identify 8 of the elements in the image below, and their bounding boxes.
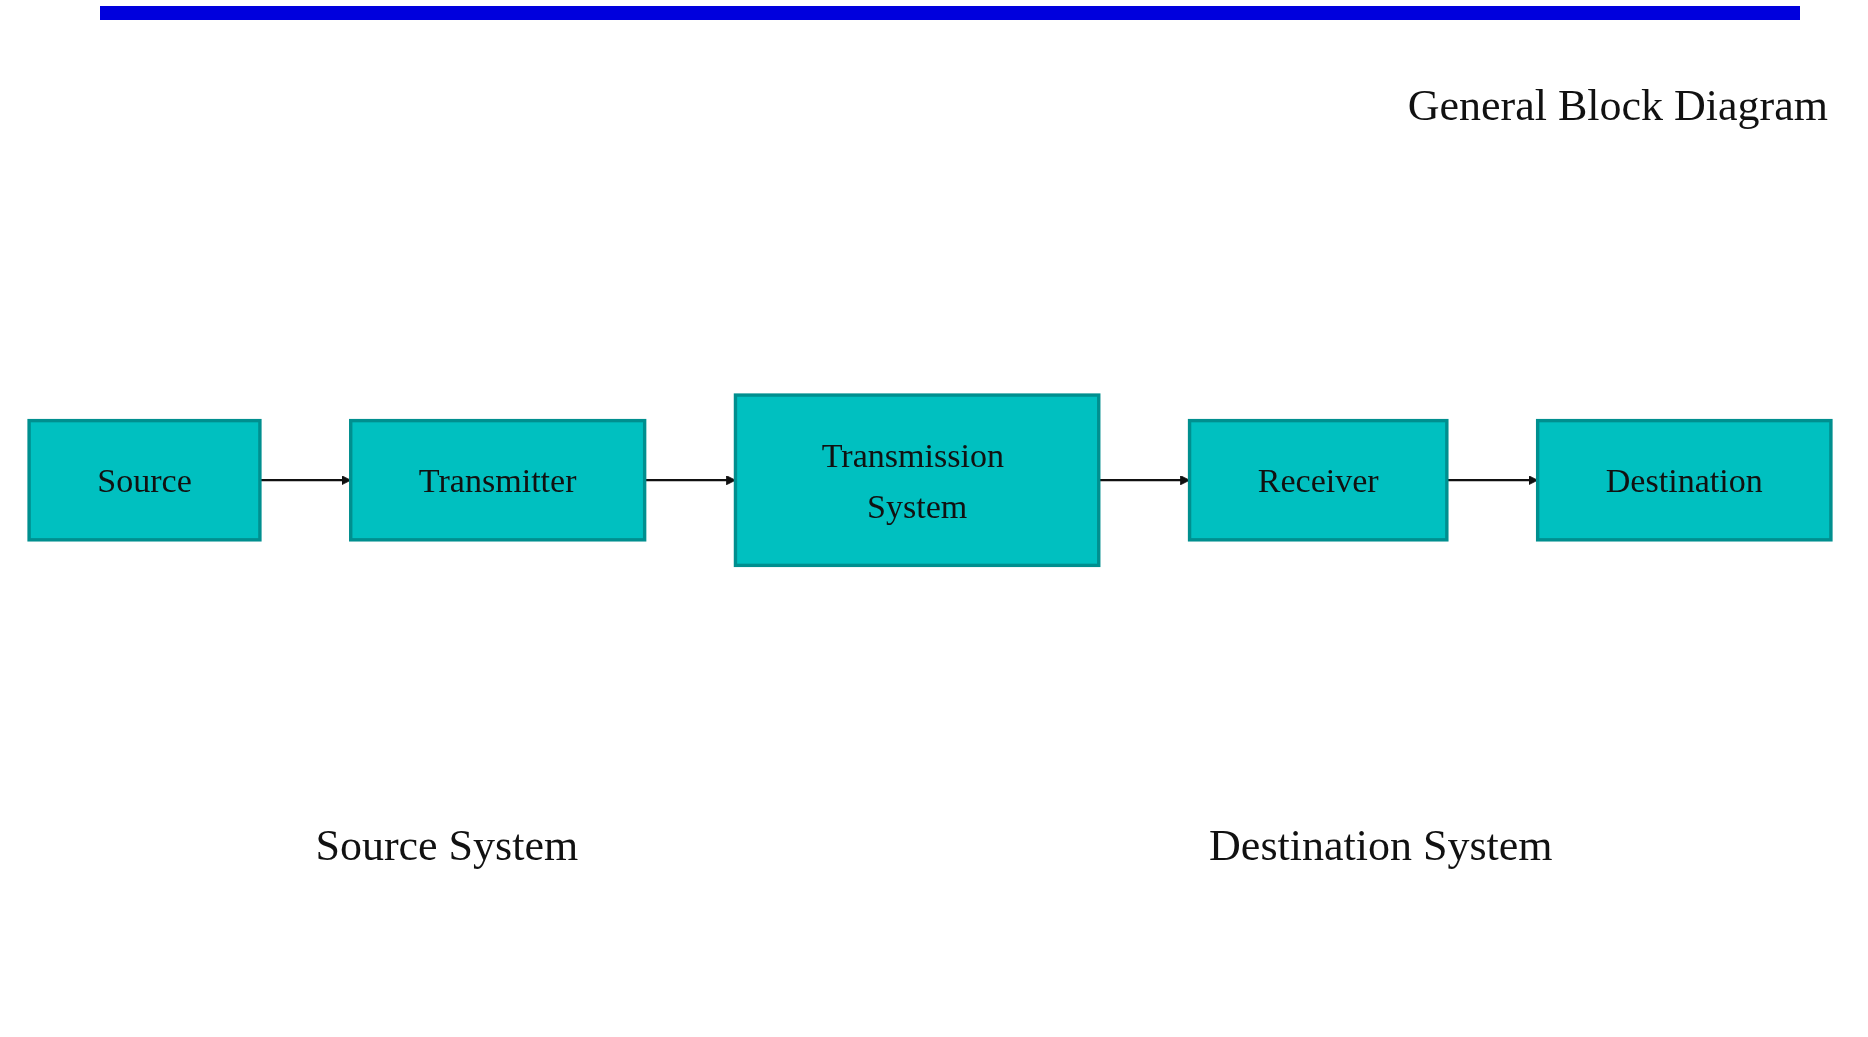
node-box: Destination bbox=[1535, 418, 1833, 542]
node-box: Transmission System bbox=[733, 393, 1101, 567]
node-box: Transmitter bbox=[349, 418, 647, 542]
node-box: Source bbox=[27, 418, 262, 542]
system-label: Source System bbox=[315, 820, 579, 871]
diagram-title: General Block Diagram bbox=[1407, 80, 1828, 131]
system-label: Destination System bbox=[1209, 820, 1553, 871]
node-box: Receiver bbox=[1187, 418, 1449, 542]
